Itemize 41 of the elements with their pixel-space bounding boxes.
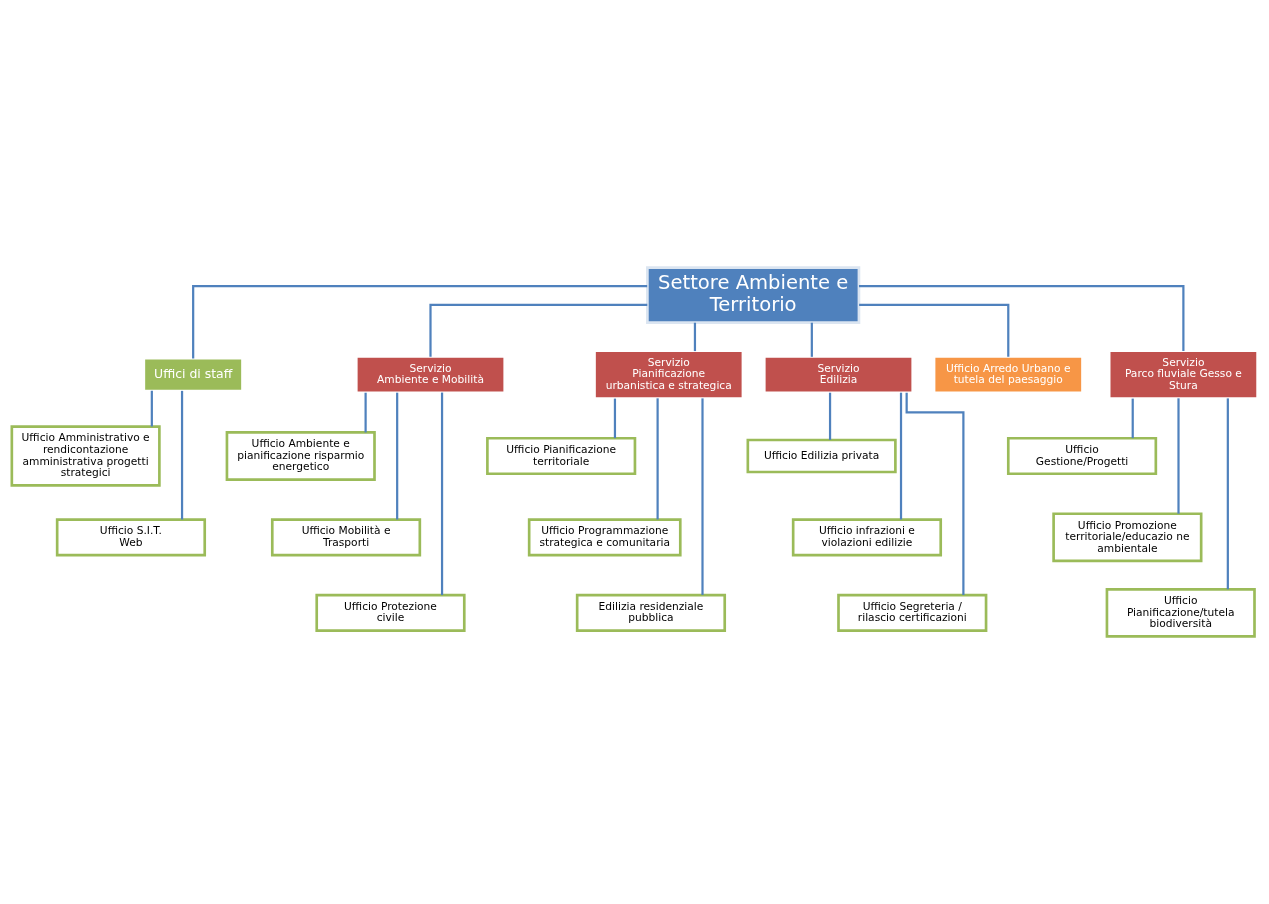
connector — [1226, 398, 1229, 590]
connector — [859, 303, 1010, 357]
connector — [440, 392, 444, 596]
node-box: Ufficio Gestione/Progetti — [1006, 436, 1158, 476]
node-box: Servizio Parco fluviale Gesso e Stura — [1108, 350, 1259, 400]
connector — [1177, 398, 1180, 514]
connector — [810, 322, 813, 357]
node-box: Edilizia residenziale pubblica — [575, 593, 727, 632]
node-box: Ufficio infrazioni e violazioni edilizie — [791, 518, 943, 557]
node-box: Settore Ambiente e Territorio — [646, 266, 861, 324]
node-box: Servizio Pianificazione urbanistica e strategica — [594, 350, 744, 400]
node-box: Ufficio Programmazione strategica e comunitaria — [527, 518, 682, 557]
node-box: Ufficio Arredo Urbano e tutela del paesaggio — [933, 356, 1083, 394]
connector — [905, 392, 965, 596]
node-box: Ufficio S.I.T. Web — [55, 518, 207, 557]
connector — [192, 285, 648, 359]
connector — [364, 392, 367, 433]
connector — [180, 390, 184, 520]
node-box: Ufficio Amministrativo e rendicontazione amministrativa progetti strategici — [10, 425, 161, 487]
node-box: Ufficio Edilizia privata — [746, 438, 897, 474]
connector — [858, 285, 1185, 351]
connector — [1131, 398, 1134, 439]
node-box: Ufficio Ambiente e pianificazione risparmio energetico — [225, 431, 376, 481]
connector — [656, 398, 659, 520]
node-box: Ufficio Protezione civile — [315, 593, 466, 632]
connector — [396, 392, 399, 520]
node-box: Servizio Ambiente e Mobilità — [355, 356, 506, 394]
connector — [613, 398, 617, 439]
connector — [899, 392, 903, 520]
connector — [150, 390, 153, 427]
node-box: Ufficio Pianificazione territoriale — [486, 436, 637, 476]
connector — [701, 398, 704, 595]
node-box: Servizio Edilizia — [763, 356, 914, 394]
connector — [828, 392, 832, 440]
node-box: Ufficio Pianificazione/tutela biodiversità — [1105, 588, 1256, 638]
connector — [693, 322, 697, 352]
node-box: Ufficio Segreteria / rilascio certificazioni — [837, 593, 988, 632]
node-box: Ufficio Mobilità e Trasporti — [270, 518, 422, 557]
connector — [429, 303, 648, 357]
node-box: Uffici di staff — [143, 357, 243, 392]
node-box: Ufficio Promozione territoriale/educazio ne ambientale — [1052, 512, 1203, 563]
